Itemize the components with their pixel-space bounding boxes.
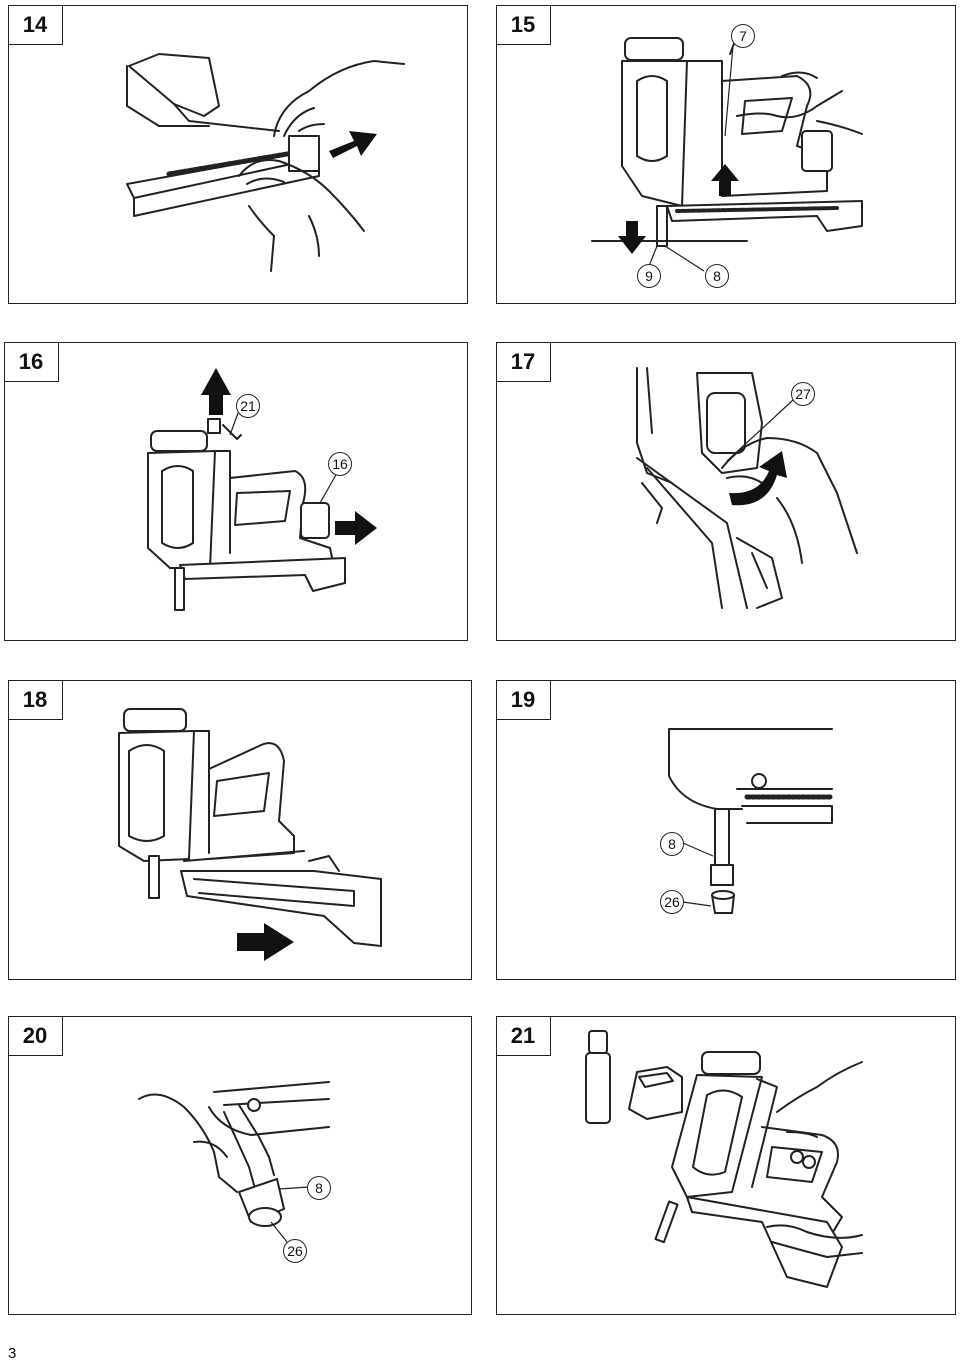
figure-17-panel: 17 27 bbox=[496, 342, 956, 641]
figure-15-illustration bbox=[591, 35, 863, 272]
figure-number-tag: 15 bbox=[497, 6, 551, 45]
callout-21: 21 bbox=[236, 394, 260, 418]
figure-14-illustration bbox=[126, 53, 405, 272]
figure-number-tag: 18 bbox=[9, 681, 63, 720]
figure-20-panel: 20 8 26 bbox=[8, 1016, 472, 1315]
callout-7: 7 bbox=[731, 24, 755, 48]
figure-number-tag: 17 bbox=[497, 343, 551, 382]
figure-18-panel: 18 bbox=[8, 680, 472, 980]
figure-15-panel: 15 bbox=[496, 5, 956, 304]
figure-19-illustration bbox=[668, 728, 835, 914]
page-number: 3 bbox=[8, 1345, 17, 1362]
figure-number-tag: 16 bbox=[5, 343, 59, 382]
callout-8: 8 bbox=[705, 264, 729, 288]
callout-27: 27 bbox=[791, 382, 815, 406]
figure-16-illustration bbox=[147, 368, 377, 611]
callout-16: 16 bbox=[328, 452, 352, 476]
figure-21-panel: 21 bbox=[496, 1016, 956, 1315]
callout-9: 9 bbox=[637, 264, 661, 288]
figure-19-panel: 19 8 26 bbox=[496, 680, 956, 980]
figure-20-illustration bbox=[138, 1081, 330, 1243]
figure-number-tag: 19 bbox=[497, 681, 551, 720]
figure-16-panel: 16 21 16 bbox=[4, 342, 468, 641]
figure-17-illustration bbox=[636, 367, 858, 609]
callout-26: 26 bbox=[660, 890, 684, 914]
callout-26: 26 bbox=[283, 1239, 307, 1263]
figure-number-tag: 20 bbox=[9, 1017, 63, 1056]
figure-21-illustration bbox=[585, 1030, 863, 1288]
figure-number-tag: 21 bbox=[497, 1017, 551, 1056]
figure-number-tag: 14 bbox=[9, 6, 63, 45]
figure-14-panel: 14 bbox=[8, 5, 468, 304]
figure-18-illustration bbox=[118, 708, 382, 961]
callout-8: 8 bbox=[307, 1176, 331, 1200]
callout-8: 8 bbox=[660, 832, 684, 856]
